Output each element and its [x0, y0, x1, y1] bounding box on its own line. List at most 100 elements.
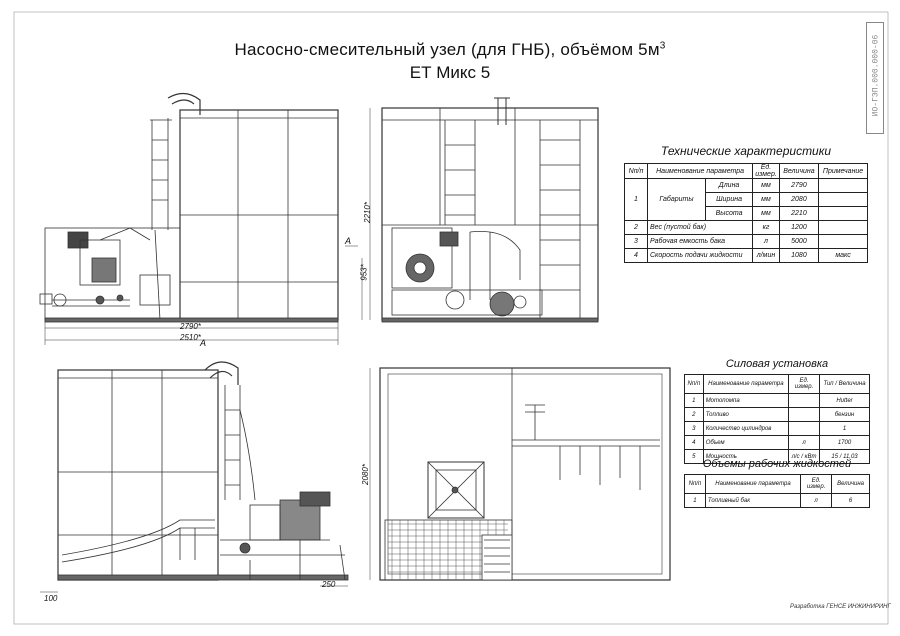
front-view [345, 97, 599, 323]
row-value: 15 / 11,03 [819, 449, 870, 464]
row-name: Топливный бак [704, 493, 802, 508]
row-unit: мм [752, 192, 780, 207]
row-note: макс [818, 248, 868, 263]
row-value: бензин [819, 407, 870, 422]
table-row: Высота мм 2210 [625, 206, 868, 221]
row-value: 2790 [778, 178, 820, 193]
table-row: Ширина мм 2080 [625, 192, 868, 207]
volumes-table: Nп/п Наименование параметра Ед. измер. В… [684, 474, 870, 508]
tech-table: Nп/п Наименование параметра Ед. измер. В… [624, 163, 868, 263]
row-group-name: Габариты [647, 178, 706, 221]
header-cell: Ед. измер. [752, 163, 780, 179]
row-unit [788, 407, 821, 422]
header-cell: Ед. измер. [800, 474, 833, 494]
tech-table-title: Технические характеристики [660, 144, 832, 158]
header-cell: Nп/п [684, 374, 704, 394]
row-unit [788, 421, 821, 436]
row-note [818, 206, 868, 221]
row-name: Объем [702, 435, 790, 450]
row-name: Топливо [702, 407, 790, 422]
volumes-table-header: Nп/п Наименование параметра Ед. измер. В… [684, 474, 870, 494]
row-num: 3 [684, 421, 704, 436]
header-cell: Nп/п [624, 163, 648, 179]
row-num: 1 [684, 393, 704, 408]
cut-label-a-front: A [345, 236, 352, 246]
row-note [818, 178, 868, 193]
row-note [818, 234, 868, 249]
title-superscript: 3 [659, 40, 666, 52]
plan-view [369, 367, 671, 581]
row-name: Вес (пустой бак) [646, 220, 754, 235]
table-row: 2 Вес (пустой бак) кг 1200 [624, 220, 868, 235]
rear-view [40, 361, 349, 593]
table-row: 1 Габариты Длина мм 2790 [624, 178, 868, 221]
row-note [818, 192, 868, 207]
dim-2510: 2510* [180, 333, 201, 342]
volumes-table-title: Объемы рабочих жидкостей [702, 458, 852, 470]
drawing-subtitle: ЕТ Микс 5 [409, 63, 491, 82]
tech-table-header: Nп/п Наименование параметра Ед. измер. В… [624, 163, 868, 179]
row-num: 2 [624, 220, 648, 235]
header-cell: Наименование параметра [704, 474, 802, 494]
row-value: 6 [831, 493, 870, 508]
row-note [818, 220, 868, 235]
row-name: Длина [704, 178, 754, 193]
row-unit: мм [752, 206, 780, 221]
row-unit: л [788, 435, 821, 450]
cut-label-a: A [200, 338, 207, 348]
row-unit: мм [752, 178, 780, 193]
row-value: 5000 [778, 234, 820, 249]
dim-2080: 2080* [360, 464, 370, 485]
row-num: 1 [624, 178, 648, 221]
power-table-title: Силовая установка [725, 358, 829, 370]
row-unit: л [800, 493, 833, 508]
dim-2210: 2210* [362, 202, 372, 223]
dim-953: 953* [359, 264, 369, 281]
row-value: 1 [819, 421, 870, 436]
row-num: 4 [624, 248, 648, 263]
header-cell: Тип / Величина [819, 374, 870, 394]
header-cell: Примечание [818, 163, 868, 179]
row-name: Скорость подачи жидкости [646, 248, 754, 263]
row-name: Высота [704, 206, 754, 221]
dim-2790: 2790* [180, 322, 201, 331]
row-name: Ширина [704, 192, 754, 207]
developer-credit: Разработка ГЕНСЕ ИНЖИНИРИНГ [790, 604, 891, 610]
header-cell: Наименование параметра [702, 374, 790, 394]
row-num: 3 [624, 234, 648, 249]
stamp-code: ИО-ГЭП.000.000-06 [871, 34, 881, 117]
row-value: 1080 [778, 248, 820, 263]
table-row: 3 Рабочая емкость бака л 5000 [624, 234, 868, 249]
header-cell: Ед. измер. [788, 374, 821, 394]
header-cell: Наименование параметра [646, 163, 754, 179]
row-unit: кг [752, 220, 780, 235]
row-unit: л/с / кВт [788, 449, 821, 464]
dim-250: 250 [322, 580, 336, 589]
row-value: 1700 [819, 435, 870, 450]
power-table: Nп/п Наименование параметра Ед. измер. Т… [684, 374, 870, 464]
row-num: 4 [684, 435, 704, 450]
header-cell: Nп/п [684, 474, 706, 494]
sheet-frame [13, 11, 889, 625]
row-num: 1 [684, 493, 706, 508]
table-row: 4 Скорость подачи жидкости л/мин 1080 ма… [624, 248, 868, 263]
power-table-header: Nп/п Наименование параметра Ед. измер. Т… [684, 374, 870, 394]
row-name: Мощность [702, 449, 790, 464]
header-cell: Величина [778, 163, 820, 179]
dim-100: 100 [44, 594, 58, 603]
drawing-code-stamp: ИО-ГЭП.000.000-06 [866, 22, 884, 134]
row-unit: л [752, 234, 780, 249]
row-num: 2 [684, 407, 704, 422]
drawing-title: Насосно-смесительный узел (для ГНБ), объ… [234, 40, 666, 59]
side-view [39, 92, 339, 345]
row-value: 2080 [778, 192, 820, 207]
header-cell: Величина [831, 474, 870, 494]
